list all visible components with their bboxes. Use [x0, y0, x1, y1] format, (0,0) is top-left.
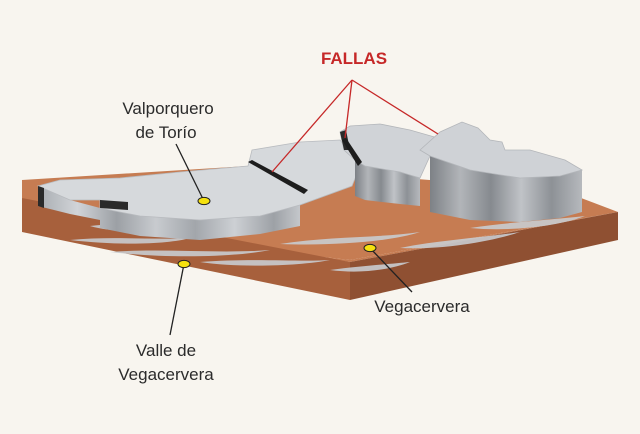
rock-middle-top: [339, 123, 439, 179]
leader-lines: [169, 143, 413, 336]
leader-valporquero: [175, 143, 204, 200]
rock-left-step: [100, 200, 128, 210]
leader-vegacervera: [369, 247, 413, 293]
label-valporquero-line2: de Torío: [135, 123, 196, 142]
label-valporquero-line1: Valporquero: [122, 99, 213, 118]
marker-valle: [177, 259, 191, 269]
label-valle-line1: Valle de: [136, 341, 196, 360]
marker-vegacervera: [363, 243, 377, 253]
ground-right-face: [350, 212, 618, 300]
rock-middle-walls: [355, 160, 420, 206]
fault-line-2: [344, 79, 353, 139]
rock-right-top: [419, 121, 584, 179]
fault-pointer-lines: [271, 79, 439, 173]
rock-block-middle: [339, 123, 439, 206]
fallas-title: FALLAS: [321, 49, 387, 68]
rock-block-right: [419, 121, 584, 222]
leader-valle: [169, 263, 185, 336]
fault-line-1: [271, 79, 353, 173]
rock-right-walls: [430, 156, 582, 222]
rock-left-end-face: [38, 186, 44, 208]
fault-gap-2: [342, 138, 362, 166]
fault-line-3: [351, 79, 439, 135]
label-valle-line2: Vegacervera: [118, 365, 214, 384]
marker-valporquero: [197, 196, 211, 206]
rock-left-walls: [38, 186, 300, 240]
location-markers: [177, 196, 377, 269]
fault-gap-1: [248, 160, 308, 194]
label-vegacervera: Vegacervera: [374, 297, 470, 316]
